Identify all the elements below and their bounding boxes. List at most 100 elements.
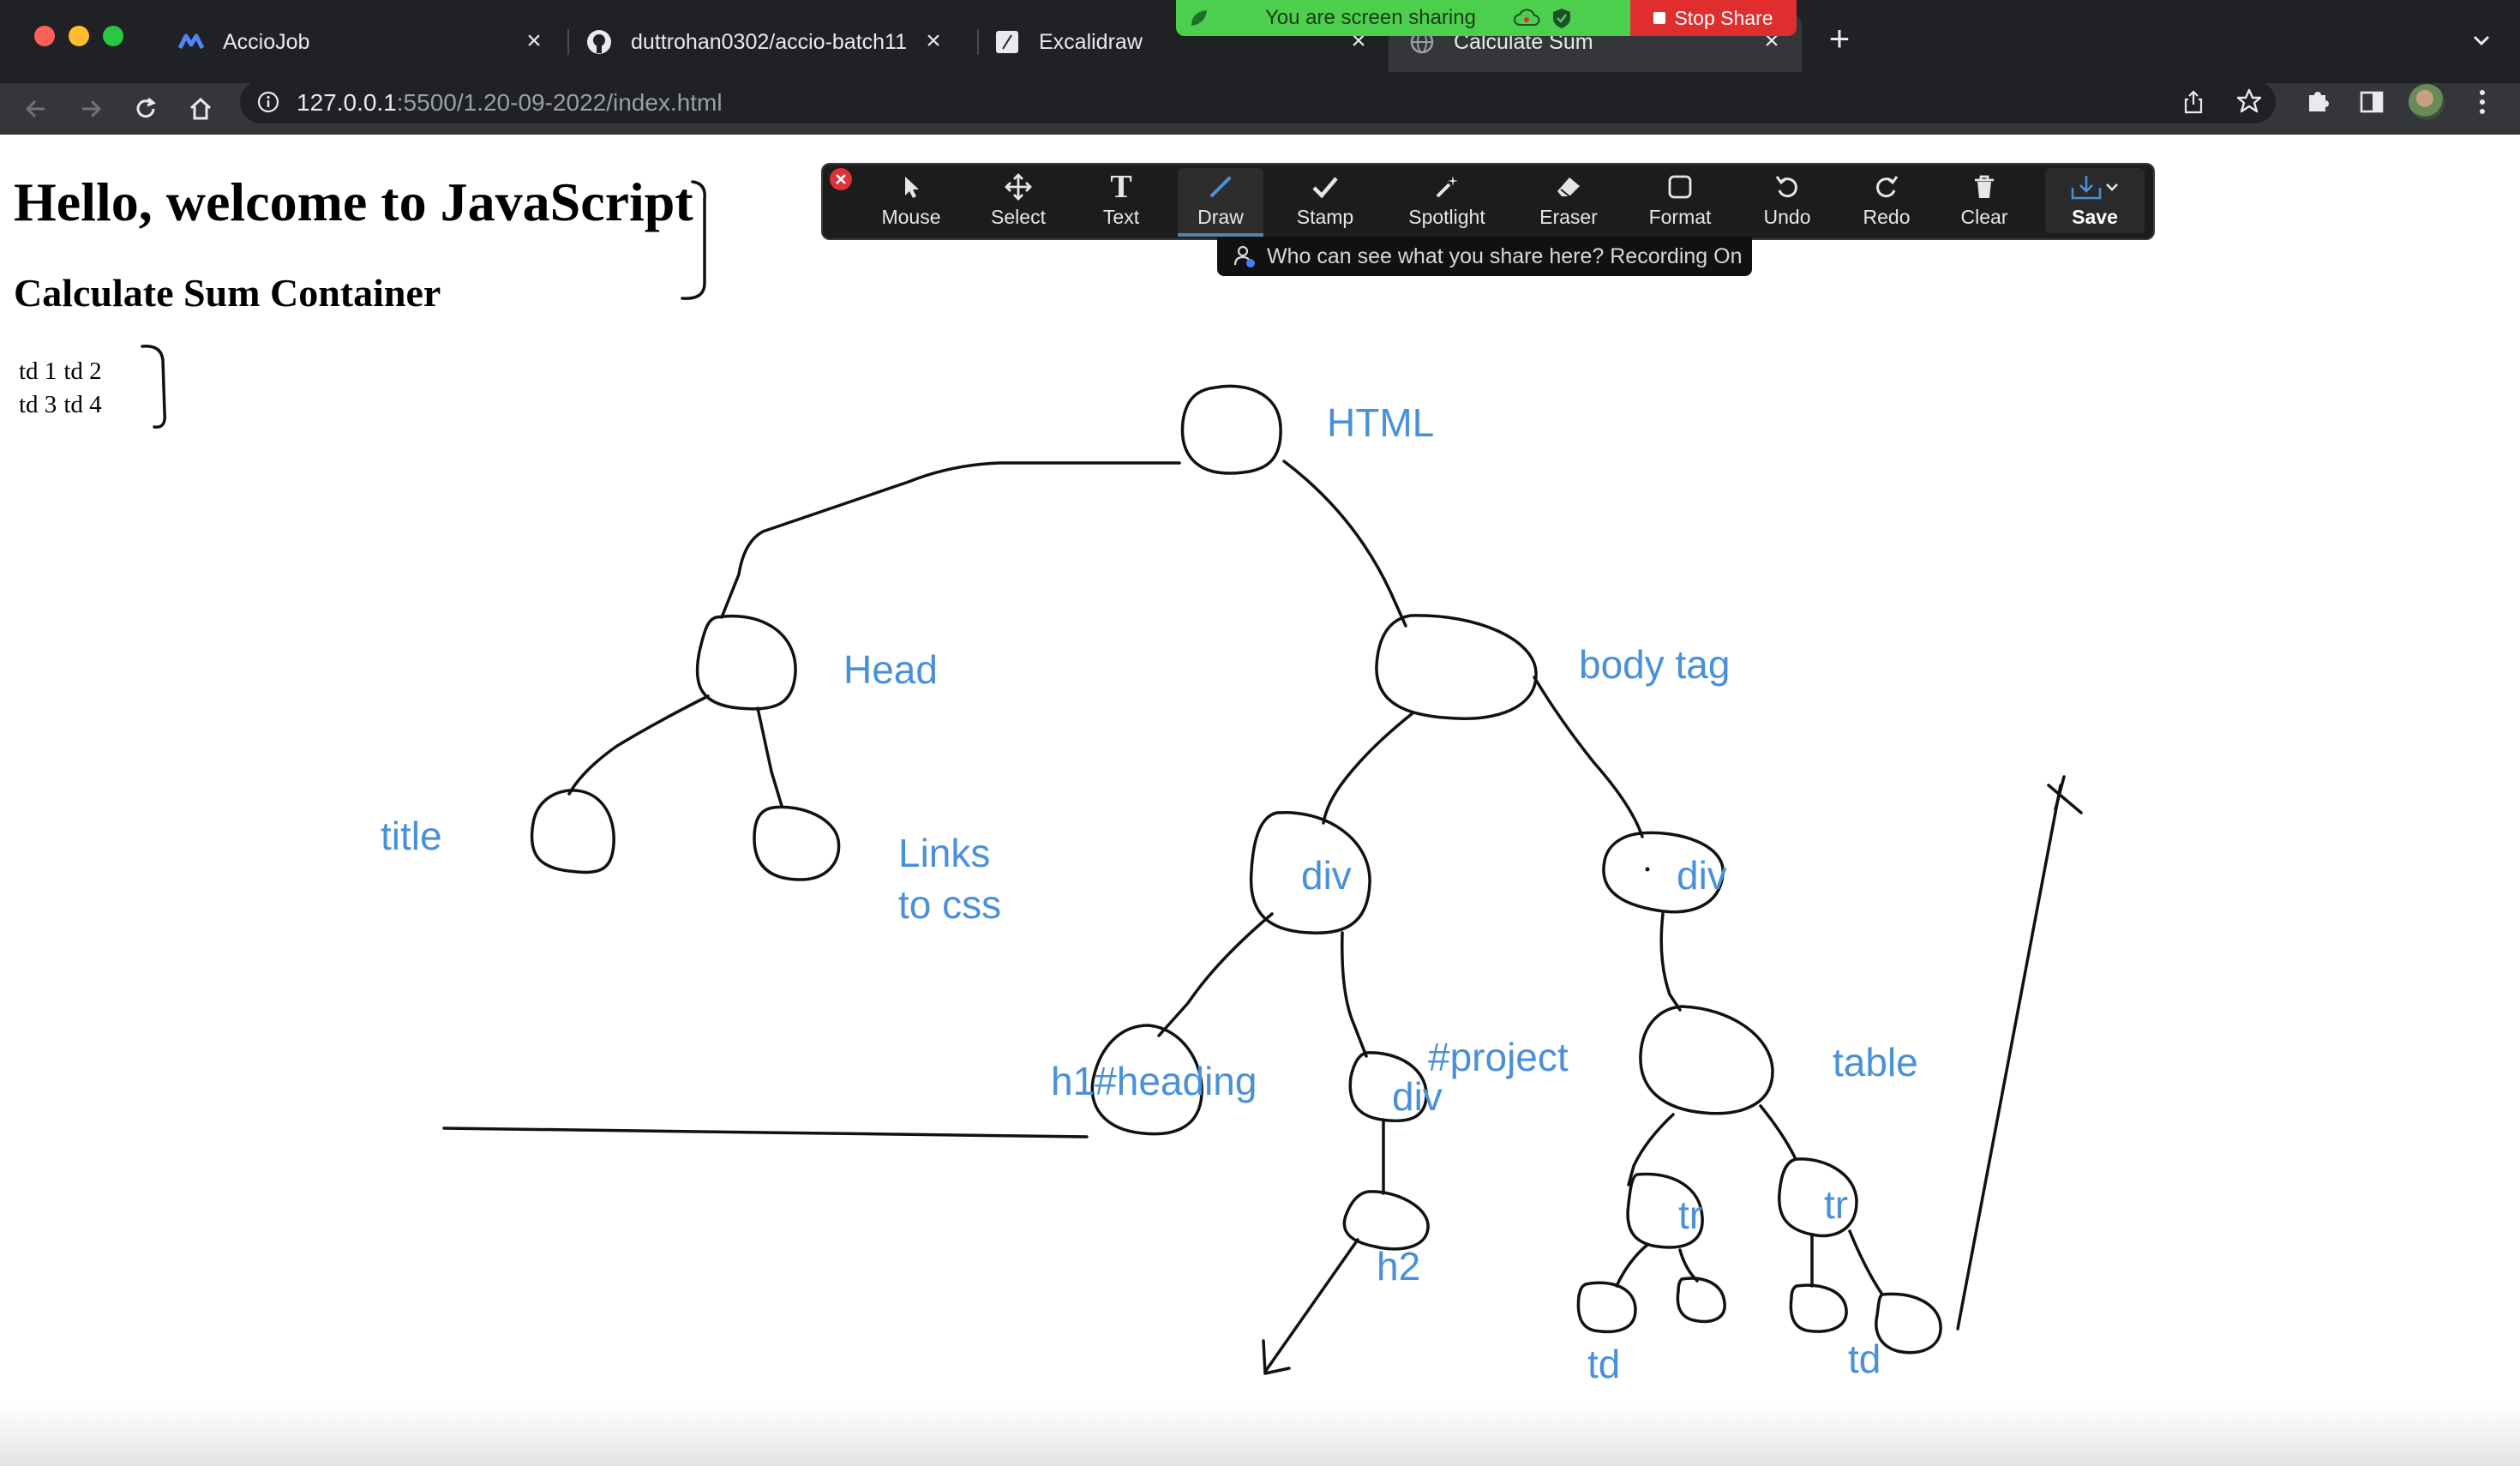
window-minimize-icon[interactable]	[69, 26, 89, 46]
tool-label: Undo	[1763, 206, 1811, 228]
tool-spotlight[interactable]: Spotlight	[1395, 168, 1498, 233]
arrow-stroke	[1263, 1238, 1359, 1373]
tab-separator	[567, 29, 569, 55]
edge-stroke	[1157, 912, 1274, 1037]
node-circle-div3	[1348, 1051, 1428, 1123]
tool-label: Draw	[1197, 206, 1244, 228]
label-tr: tr	[1824, 1182, 1849, 1227]
edge-stroke	[1322, 712, 1414, 825]
tool-save[interactable]: Save	[2045, 168, 2145, 233]
more-menu-icon[interactable]	[2475, 87, 2489, 117]
eraser-icon	[1554, 168, 1583, 206]
node-circle-h1	[1090, 1024, 1203, 1136]
tool-label: Mouse	[881, 206, 941, 228]
spotlight-wand-icon	[1432, 168, 1461, 206]
edge-stroke	[756, 706, 783, 808]
tab-title: AccioJob	[223, 29, 310, 54]
tool-format[interactable]: Format	[1635, 168, 1725, 233]
extensions-puzzle-icon[interactable]	[2304, 87, 2331, 115]
tool-mouse[interactable]: Mouse	[866, 168, 957, 233]
close-icon[interactable]: ×	[926, 27, 941, 55]
tab-github[interactable]: duttrohan0302/accio-batch11 ×	[586, 12, 963, 72]
label-title: title	[381, 814, 442, 858]
edge-stroke	[1678, 1248, 1699, 1283]
address-bar[interactable]	[240, 81, 2276, 123]
redo-icon	[1873, 168, 1900, 206]
chevron-down-icon[interactable]	[2469, 27, 2494, 53]
table-cell: td 2	[63, 357, 102, 385]
tool-label: Stamp	[1296, 206, 1354, 228]
forward-arrow-icon[interactable]	[74, 92, 108, 126]
page-heading: Hello, welcome to JavaScript	[14, 171, 693, 232]
home-icon[interactable]	[183, 92, 218, 126]
cloud-recording-icon	[1512, 8, 1541, 28]
node-circle-html	[1180, 384, 1282, 475]
node-circle-title	[530, 789, 615, 874]
zoom-leaf-icon	[1188, 7, 1210, 29]
tool-select[interactable]: Select	[974, 168, 1063, 233]
window-close-icon[interactable]	[34, 26, 55, 46]
node-circle-td	[1676, 1277, 1726, 1324]
url-text[interactable]: 127.0.0.1:5500/1.20-09-2022/index.html	[297, 89, 723, 117]
label-div: div	[1392, 1074, 1443, 1119]
viewer-person-icon	[1233, 244, 1257, 268]
undo-icon	[1773, 168, 1801, 206]
tool-redo[interactable]: Redo	[1848, 168, 1925, 233]
node-circle-tr2	[1778, 1157, 1858, 1238]
window-zoom-icon[interactable]	[103, 26, 123, 46]
url-host: 127.0.0.1	[297, 89, 397, 116]
tool-label: Save	[2072, 206, 2118, 228]
bracket-stroke	[681, 180, 706, 300]
label-h1-heading: h1#heading	[1051, 1059, 1257, 1103]
info-icon[interactable]	[257, 91, 279, 113]
save-download-icon	[2069, 168, 2121, 206]
tool-eraser[interactable]: Eraser	[1526, 168, 1611, 233]
shield-icon	[1551, 7, 1572, 29]
tool-draw[interactable]: Draw	[1178, 168, 1263, 237]
stop-share-button[interactable]: Stop Share	[1630, 0, 1797, 36]
recording-tooltip[interactable]: Who can see what you share here? Recordi…	[1217, 237, 1752, 276]
tool-stamp[interactable]: Stamp	[1284, 168, 1366, 233]
tool-label: Format	[1648, 206, 1712, 228]
table-cell: td 1	[19, 357, 57, 385]
tool-label: Eraser	[1539, 206, 1598, 228]
acciojob-logo-icon	[178, 29, 204, 55]
side-panel-icon[interactable]	[2359, 89, 2385, 115]
bookmark-star-icon[interactable]	[2235, 87, 2263, 115]
format-square-icon	[1666, 168, 1694, 206]
new-tab-button[interactable]: +	[1828, 18, 1851, 58]
edge-stroke	[1627, 1113, 1675, 1187]
page-subheading: Calculate Sum Container	[14, 271, 441, 315]
share-icon[interactable]	[2181, 89, 2206, 115]
close-icon[interactable]: ×	[526, 27, 542, 55]
edge-stroke	[1282, 460, 1407, 628]
edge-stroke	[567, 694, 710, 796]
sum-table: td 1 td 2 td 3 td 4	[12, 352, 109, 424]
close-annotation-icon[interactable]	[830, 168, 852, 190]
move-arrows-icon	[1004, 168, 1033, 206]
edge-stroke	[1848, 1229, 1884, 1296]
node-circle-td	[1789, 1283, 1848, 1333]
label-links: Links	[898, 831, 991, 875]
node-circle-div1	[1249, 810, 1371, 934]
avatar[interactable]	[2409, 84, 2445, 120]
label-td: td	[1587, 1342, 1621, 1386]
arrow-stroke	[1262, 1339, 1291, 1375]
underline-stroke	[442, 1127, 1089, 1139]
label-body-tag: body tag	[1579, 642, 1731, 687]
tool-undo[interactable]: Undo	[1749, 168, 1826, 233]
tab-title: duttrohan0302/accio-batch11	[631, 29, 907, 54]
reload-icon[interactable]	[129, 92, 163, 126]
screen-sharing-banner[interactable]: You are screen sharing	[1176, 0, 1630, 36]
stop-share-label: Stop Share	[1674, 6, 1773, 29]
tab-title: Excalidraw	[1039, 29, 1143, 54]
back-arrow-icon[interactable]	[19, 92, 53, 126]
github-logo-icon	[586, 29, 612, 55]
tool-clear[interactable]: Clear	[1946, 168, 2023, 233]
tool-label: Clear	[1960, 206, 2008, 228]
x-mark-stroke	[2054, 775, 2066, 811]
url-path: :5500/1.20-09-2022/index.html	[396, 89, 723, 116]
tool-text[interactable]: T Text	[1080, 168, 1162, 233]
node-circle-body	[1375, 614, 1538, 720]
tab-acciojob[interactable]: AccioJob ×	[178, 12, 564, 72]
